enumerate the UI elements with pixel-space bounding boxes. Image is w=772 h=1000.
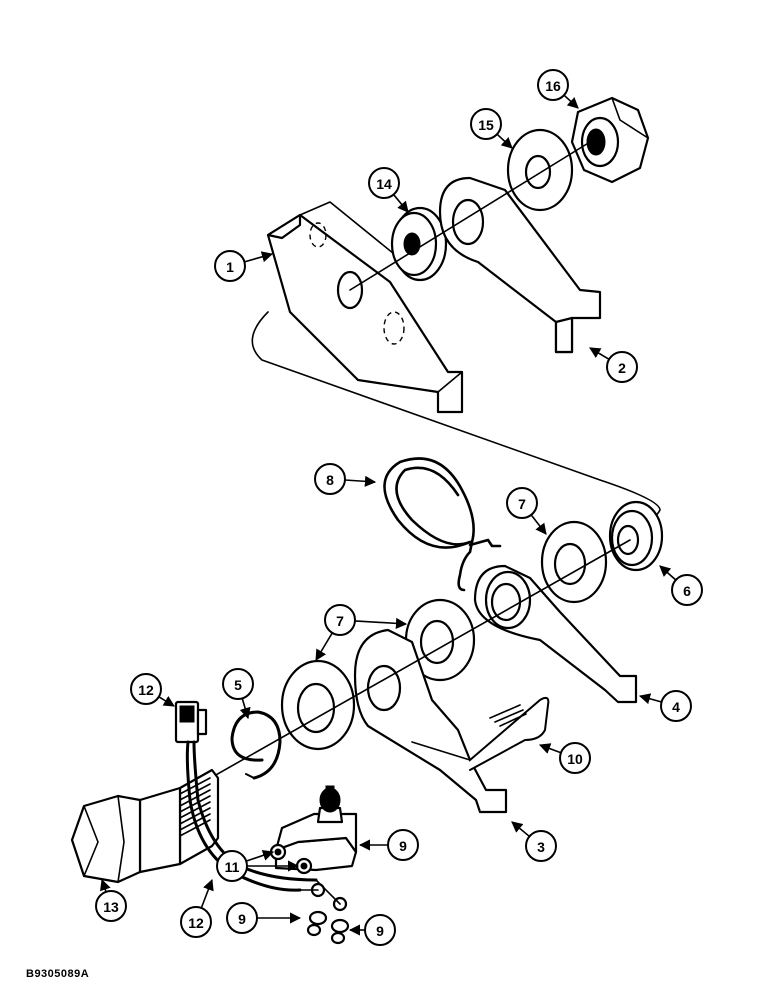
callout-label: 7	[518, 496, 526, 512]
small-hardware-part	[306, 910, 350, 945]
callout-circle	[368, 167, 400, 199]
callout-6: 6	[671, 574, 703, 606]
callout-label: 13	[103, 899, 119, 915]
callout-label: 5	[234, 677, 242, 693]
callout-9: 9	[226, 902, 258, 934]
callout-5: 5	[222, 668, 254, 700]
callout-leader-arrow	[589, 347, 610, 361]
callout-circle	[216, 850, 248, 882]
callout-circle	[470, 108, 502, 140]
callout-circle	[660, 690, 692, 722]
callout-circle	[559, 742, 591, 774]
callout-circle	[180, 906, 212, 938]
callout-14: 14	[368, 167, 400, 199]
callout-10: 10	[559, 742, 591, 774]
reference-code: B9305089A	[26, 968, 90, 980]
callout-circle	[506, 487, 538, 519]
callout-9: 9	[364, 914, 396, 946]
spacer-bushing-part	[390, 206, 448, 282]
washer-upper-part	[506, 128, 574, 212]
callout-circle	[324, 604, 356, 636]
callout-label: 2	[618, 360, 626, 376]
callout-3: 3	[525, 830, 557, 862]
callout-leader-arrow	[158, 695, 175, 707]
callout-label: 12	[138, 682, 154, 698]
callout-leader-arrow	[200, 878, 214, 909]
callout-7: 7	[324, 604, 356, 636]
callout-label: 6	[683, 583, 691, 599]
lever-arm-part	[473, 564, 638, 704]
callout-1: 1	[214, 250, 246, 282]
callout-leader-arrow	[538, 743, 562, 754]
arm-plate-part	[438, 176, 602, 354]
callout-leader-arrow	[245, 849, 275, 862]
callout-circle	[214, 250, 246, 282]
callout-16: 16	[537, 69, 569, 101]
callout-label: 7	[336, 613, 344, 629]
torsion-spring-part	[383, 457, 502, 592]
callout-11: 11	[216, 850, 248, 882]
callout-15: 15	[470, 108, 502, 140]
callout-label: 16	[545, 78, 561, 94]
callout-label: 9	[376, 923, 384, 939]
callout-leader-arrow	[496, 133, 513, 149]
callout-circle	[364, 914, 396, 946]
callout-circle	[606, 351, 638, 383]
u-bolt-part	[469, 696, 550, 771]
callout-leader-arrow	[392, 194, 409, 213]
callout-leader-arrow	[239, 698, 251, 720]
callout-circle	[222, 668, 254, 700]
callout-12: 12	[130, 673, 162, 705]
snap-ring-part	[230, 710, 282, 780]
callout-circle	[95, 890, 127, 922]
callout-label: 10	[567, 751, 583, 767]
callout-label: 15	[478, 117, 494, 133]
callout-2: 2	[606, 351, 638, 383]
hex-nut-part	[570, 96, 650, 184]
callout-label: 3	[537, 839, 545, 855]
callout-circle	[387, 829, 419, 861]
bracket-plate-part	[266, 201, 464, 414]
callout-leader-arrow	[530, 514, 547, 535]
callout-9: 9	[387, 829, 419, 861]
callout-leader-arrow	[244, 251, 274, 263]
callout-circle	[671, 574, 703, 606]
callout-circle	[314, 463, 346, 495]
callout-circle	[226, 902, 258, 934]
callout-leader-arrow	[100, 878, 111, 893]
callout-4: 4	[660, 690, 692, 722]
callout-leader-arrow	[659, 565, 677, 581]
callout-label: 11	[225, 859, 240, 875]
callout-label: 9	[238, 911, 246, 927]
connector-harness-part	[174, 700, 318, 892]
callout-13: 13	[95, 890, 127, 922]
callout-label: 8	[326, 472, 334, 488]
callout-label: 12	[188, 915, 204, 931]
callout-leader-arrow	[563, 94, 579, 109]
callout-label: 14	[376, 176, 392, 192]
callout-label: 4	[672, 699, 680, 715]
callout-label: 1	[226, 259, 234, 275]
callout-leader-arrow	[354, 617, 408, 629]
callout-leader-arrow	[638, 693, 662, 705]
callout-circle	[525, 830, 557, 862]
callout-7: 7	[506, 487, 538, 519]
lower-axis-line	[139, 539, 631, 819]
callout-leader-arrow	[344, 475, 377, 487]
washer-left-part	[280, 659, 356, 751]
flanged-bushing-part	[608, 500, 664, 572]
washer-right-part	[540, 520, 608, 604]
callout-8: 8	[314, 463, 346, 495]
callout-leader-arrow	[315, 632, 333, 661]
callout-leader-arrow	[511, 821, 530, 838]
callout-circle	[130, 673, 162, 705]
upper-axis-line	[349, 141, 591, 291]
callout-circle	[537, 69, 569, 101]
callout-12: 12	[180, 906, 212, 938]
callout-label: 9	[399, 838, 407, 854]
